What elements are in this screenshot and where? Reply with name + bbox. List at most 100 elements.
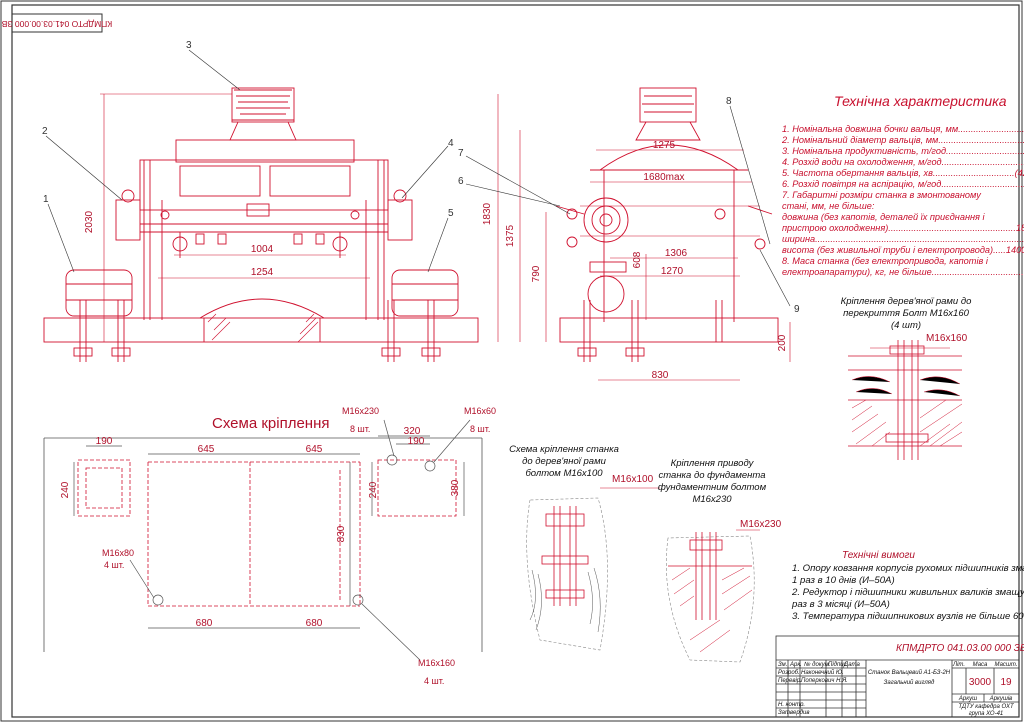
title-block-org-l1: ТДТУ кафедра ОХТ [958,704,1015,710]
scheme-dim-190-a: 190 [96,436,113,447]
side-dim-1375: 1375 [505,224,516,247]
corner-stamp: КПМДРТО 041.03.00.000 ЗВ [1,13,112,33]
corner-stamp-text: КПМДРТО 041.03.00.000 ЗВ [1,19,112,29]
foundation-bolt: М16х230 [740,519,782,530]
bolt-label-m16x230: М16х230 [342,406,379,416]
side-callout-leaders [465,105,791,307]
tech-spec-line: 3. Номінальна продуктивність, т/год.....… [782,146,1024,156]
scheme-dim-830: 830 [336,525,347,542]
callout-9: 9 [794,304,800,315]
scheme-dim-680-a: 680 [196,618,213,629]
sheet-inner-frame [11,4,1020,718]
scheme-dim-680-b: 680 [306,618,323,629]
requirement-line-3: 2. Редуктор і підшипники живильних валик… [791,587,1024,598]
tech-spec-line: 4. Розхід води на охолодження, м/год....… [782,157,1024,167]
requirement-line-1: 1. Опору ковзання корпусів рухомих підши… [792,563,1024,574]
title-block-sheet-value: 19 [1000,677,1012,688]
front-callout-leaders [45,49,449,273]
tech-spec-line: 6. Розхід повітря на аспірацію, м/год...… [782,179,1024,189]
tech-spec-line: 5. Частота обертання вальців, хв........… [782,168,1024,178]
callout-8: 8 [726,96,732,107]
scheme-dim-190-b: 190 [408,436,425,447]
side-dim-1270: 1270 [661,266,684,277]
tech-spec-line: довжина (без капотів, деталей їх приєдна… [782,212,986,222]
tech-spec-line: пристрою охолодження)...................… [782,223,1024,233]
tech-spec-line: 8. Маса станка (без електропривода, капо… [782,256,989,266]
wood-frame-caption-l1: Кріплення дерев'яної рами до [841,296,972,307]
tech-spec-line: електроапаратури), кг, не більше........… [782,267,1024,277]
tech-spec-title: Технічна характеристика [834,93,1007,109]
wood-frame-detail: Кріплення дерев'яної рами до перекриття … [841,296,972,460]
front-dim-height: 2030 [84,210,95,233]
title-block-hdr-date: Дата [843,662,860,668]
foundation-detail: Кріплення приводу станка до фундамента ф… [658,458,782,663]
requirement-line-4: раз в 3 місяці (И–50А) [791,599,890,610]
station-caption-l3: болтом М16х100 [525,468,603,479]
title-block-row-dev-name: Наконечний Ю. [801,669,844,676]
wood-frame-caption-l2: перекриття Болт М16х160 [843,308,970,319]
tech-spec-line: стані, мм, не більше: [782,201,875,211]
side-dim-1306: 1306 [665,248,688,259]
side-dim-830: 830 [652,370,669,381]
wood-frame-caption-l3: (4 шт) [891,320,921,331]
title-block-row-dev: Розроб. [778,670,800,676]
side-dim-1680max: 1680max [643,172,684,183]
station-bolt: М16х100 [612,474,654,485]
side-dim-608: 608 [632,251,643,268]
station-caption-l2: до дерев'яної рами [522,456,606,467]
tech-spec-lines: 1. Номінальна довжина бочки вальця, мм..… [781,124,1024,277]
tech-requirements: Технічні вимоги 1. Опору ковзання корпус… [791,550,1024,622]
requirement-line-2: 1 раз в 10 днів (И–50А) [792,575,895,586]
title-block-col-sheet: Аркуш [958,696,977,702]
scheme-dim-240-a: 240 [60,481,71,498]
callout-7: 7 [458,148,464,159]
title-block-col-lit: Літ. [952,662,965,668]
scheme-dim-645-a: 645 [198,444,215,455]
title-block [775,635,1020,718]
bolt-qty-8b: 8 шт. [470,424,490,434]
title-block-row-chk-name: Поперкович Н.Я. [801,678,848,684]
front-dim-width-2: 1254 [251,267,274,278]
side-dim-200: 200 [777,334,788,351]
station-caption-l1: Схема кріплення станка [509,444,619,455]
station-frame-detail: Схема кріплення станка до дерев'яної рам… [509,444,660,651]
bolt-qty-8a: 8 шт. [350,424,370,434]
bolt-label-m16x80: М16х80 [102,548,134,558]
callout-5: 5 [448,208,454,219]
callout-2: 2 [42,126,48,137]
wood-frame-bolt: М16х160 [926,333,968,344]
tech-spec-line: 2. Номінальний діаметр вальців, мм......… [781,135,1024,145]
title-block-hdr-izm: Зм. [778,662,787,668]
callout-6: 6 [458,176,464,187]
title-block-hdr-doc: № докум. [804,661,830,668]
title-block-col-mass: Маса [973,662,988,668]
title-block-row-chk: Перевір. [778,678,802,684]
requirements-title: Технічні вимоги [842,550,915,561]
fastening-scheme-title: Схема кріплення [212,415,329,432]
bolt-label-m16x60: М16х60 [464,406,496,416]
title-block-row-norm: Н. контр. [778,702,805,708]
tech-spec-block: Технічна характеристика 1. Номінальна до… [781,93,1024,277]
title-block-hdr-ark: Арк. [789,662,802,668]
callout-1: 1 [43,194,49,205]
scheme-dim-380: 380 [450,479,461,496]
bolt-label-m16x160: М16х160 [418,658,455,668]
bolt-qty-4a: 4 шт. [104,560,124,570]
title-block-row-appr: Затвердив [778,710,809,716]
title-block-name-l1: Станок Вальцевий А1-БЗ-2Н [868,669,951,676]
scheme-dim-320: 320 [404,426,421,437]
front-ground-hatch [207,313,319,343]
side-view [497,87,791,381]
foundation-caption-l3: фундаментним болтом [658,482,767,493]
side-dim-790: 790 [531,265,542,282]
title-block-hdr-sign: Підпис [828,662,847,668]
foundation-caption-l2: станка до фундамента [658,470,765,481]
fastening-scheme: Схема кріплення М16х230 8 шт. М16х60 8 ш… [43,406,496,686]
title-block-col-scale: Масшт. [995,662,1018,668]
title-block-col-sheets: Аркушів [989,696,1013,702]
scheme-dim-645-b: 645 [306,444,323,455]
requirement-line-5: 3. Температура підшипникових вузлів не б… [792,611,1024,622]
title-block-scale-value: 3000 [969,677,992,688]
